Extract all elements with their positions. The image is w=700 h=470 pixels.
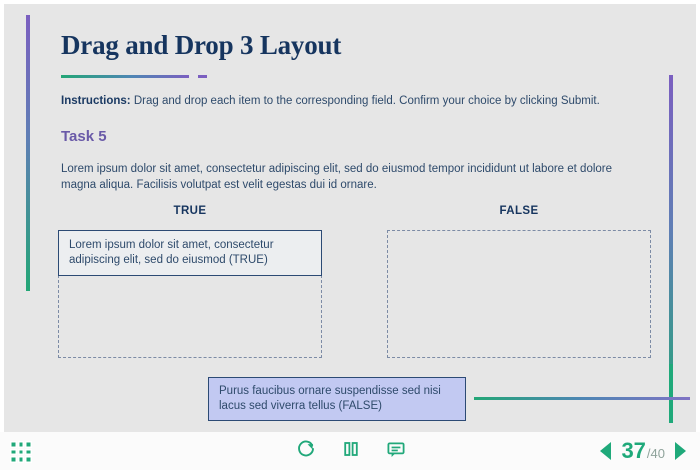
playback-controls	[296, 439, 406, 459]
grid-cell	[10, 441, 17, 448]
grid-cell	[17, 448, 25, 456]
page-indicator: 37 /40	[621, 438, 665, 464]
right-accent-bar	[669, 75, 673, 423]
bottom-gradient-rule	[474, 397, 690, 400]
dropped-item-true[interactable]: Lorem ipsum dolor sit amet, consectetur …	[58, 230, 322, 276]
instructions-text: Drag and drop each item to the correspon…	[130, 95, 600, 107]
grid-cell	[25, 448, 32, 456]
grid-cell	[25, 456, 32, 463]
dropzone-label-true: TRUE	[173, 205, 207, 217]
title-underline-dash	[198, 75, 207, 78]
previous-slide-arrow-icon[interactable]	[600, 442, 612, 460]
task-heading: Task 5	[61, 128, 107, 145]
speech-bubble-icon[interactable]	[386, 439, 406, 459]
page-total-number: /40	[646, 446, 665, 461]
grid-cell	[25, 441, 32, 448]
draggable-item[interactable]: Purus faucibus ornare suspendisse sed ni…	[208, 377, 466, 421]
grid-cell	[10, 448, 17, 456]
grid-cell	[17, 456, 25, 463]
left-accent-bar	[26, 15, 30, 291]
next-slide-arrow-icon[interactable]	[675, 442, 686, 460]
dropzone-false[interactable]	[387, 230, 651, 358]
page-title: Drag and Drop 3 Layout	[61, 30, 342, 60]
dropzone-label-false: FALSE	[499, 205, 539, 217]
slide-content-area: Drag and Drop 3 Layout Instructions: Dra…	[4, 4, 696, 432]
instructions-label: Instructions:	[61, 95, 131, 107]
instructions-line: Instructions: Drag and drop each item to…	[61, 95, 600, 107]
title-underline-rule	[61, 75, 189, 78]
player-toolbar: 37 /40	[0, 432, 700, 470]
grid-cell	[17, 441, 25, 448]
body-paragraph: Lorem ipsum dolor sit amet, consectetur …	[61, 163, 613, 191]
green-vertical-accent-line	[669, 364, 673, 423]
pause-icon[interactable]	[342, 439, 360, 459]
grid-cell	[10, 456, 17, 463]
replay-icon[interactable]	[296, 439, 316, 459]
slide-pager: 37 /40	[600, 438, 686, 464]
page-current-number: 37	[621, 438, 646, 463]
grid-menu-icon[interactable]	[10, 441, 32, 463]
